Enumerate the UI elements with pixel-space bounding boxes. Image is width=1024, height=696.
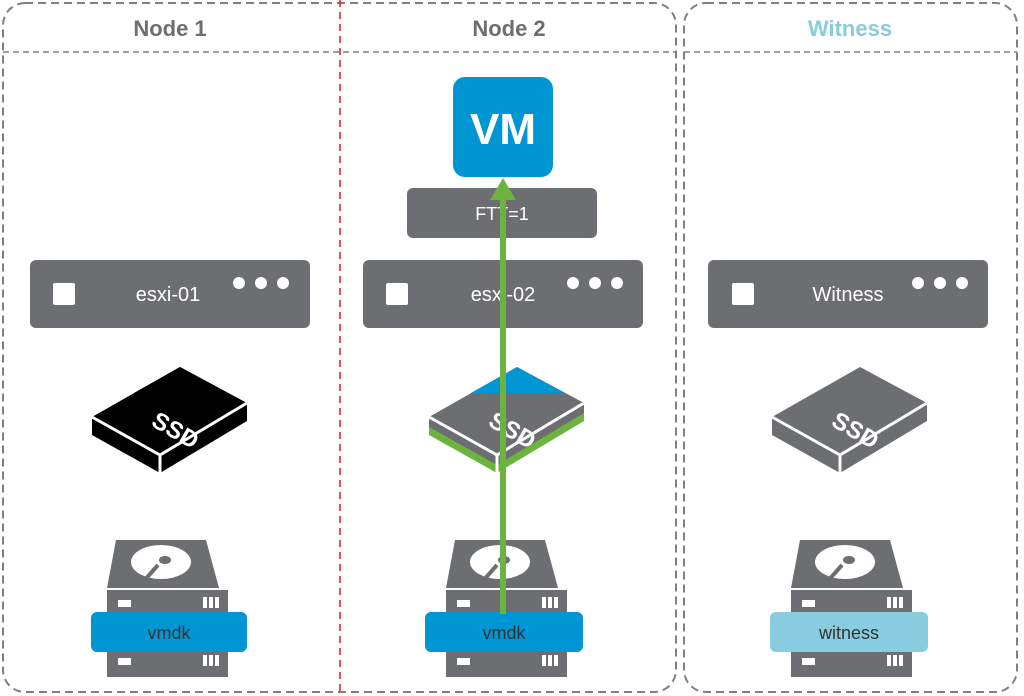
host-square-icon	[732, 283, 754, 305]
node2-title: Node 2	[472, 16, 545, 41]
host-name: Witness	[812, 284, 883, 306]
hdd-icon-node1	[105, 538, 230, 679]
vmdk-label-node1: vmdk	[147, 623, 191, 643]
node1-title: Node 1	[133, 16, 206, 41]
io-path-arrow	[490, 178, 516, 614]
hdd-icon-witness	[789, 538, 914, 679]
more-dots-icon	[233, 277, 289, 289]
vmdk-label-node2: vmdk	[482, 623, 526, 643]
more-dots-icon	[567, 277, 623, 289]
vmdk-badge-node2	[425, 612, 583, 652]
vm-label: VM	[470, 105, 536, 154]
vmdk-badge-node1	[91, 612, 247, 652]
host-square-icon	[53, 283, 75, 305]
host-name: esxi-01	[136, 284, 200, 306]
host-square-icon	[386, 283, 408, 305]
ssd-icon-node2: SSD	[428, 367, 585, 473]
ssd-icon-node1: #s1 .side,#s1 .topf{fill:#6db33f}#s1 .to…	[90, 365, 249, 475]
hdd-icon-node2	[444, 538, 569, 679]
vm-box	[453, 77, 553, 177]
more-dots-icon	[912, 277, 968, 289]
host-witness: Witness	[708, 260, 988, 328]
ssd-icon-witness: SSD	[771, 367, 928, 473]
witness-title: Witness	[808, 16, 892, 41]
witness-component-label: witness	[818, 623, 879, 643]
witness-site-frame	[683, 2, 1018, 693]
host-esxi-01: esxi-01	[30, 260, 310, 328]
witness-badge	[770, 612, 928, 652]
